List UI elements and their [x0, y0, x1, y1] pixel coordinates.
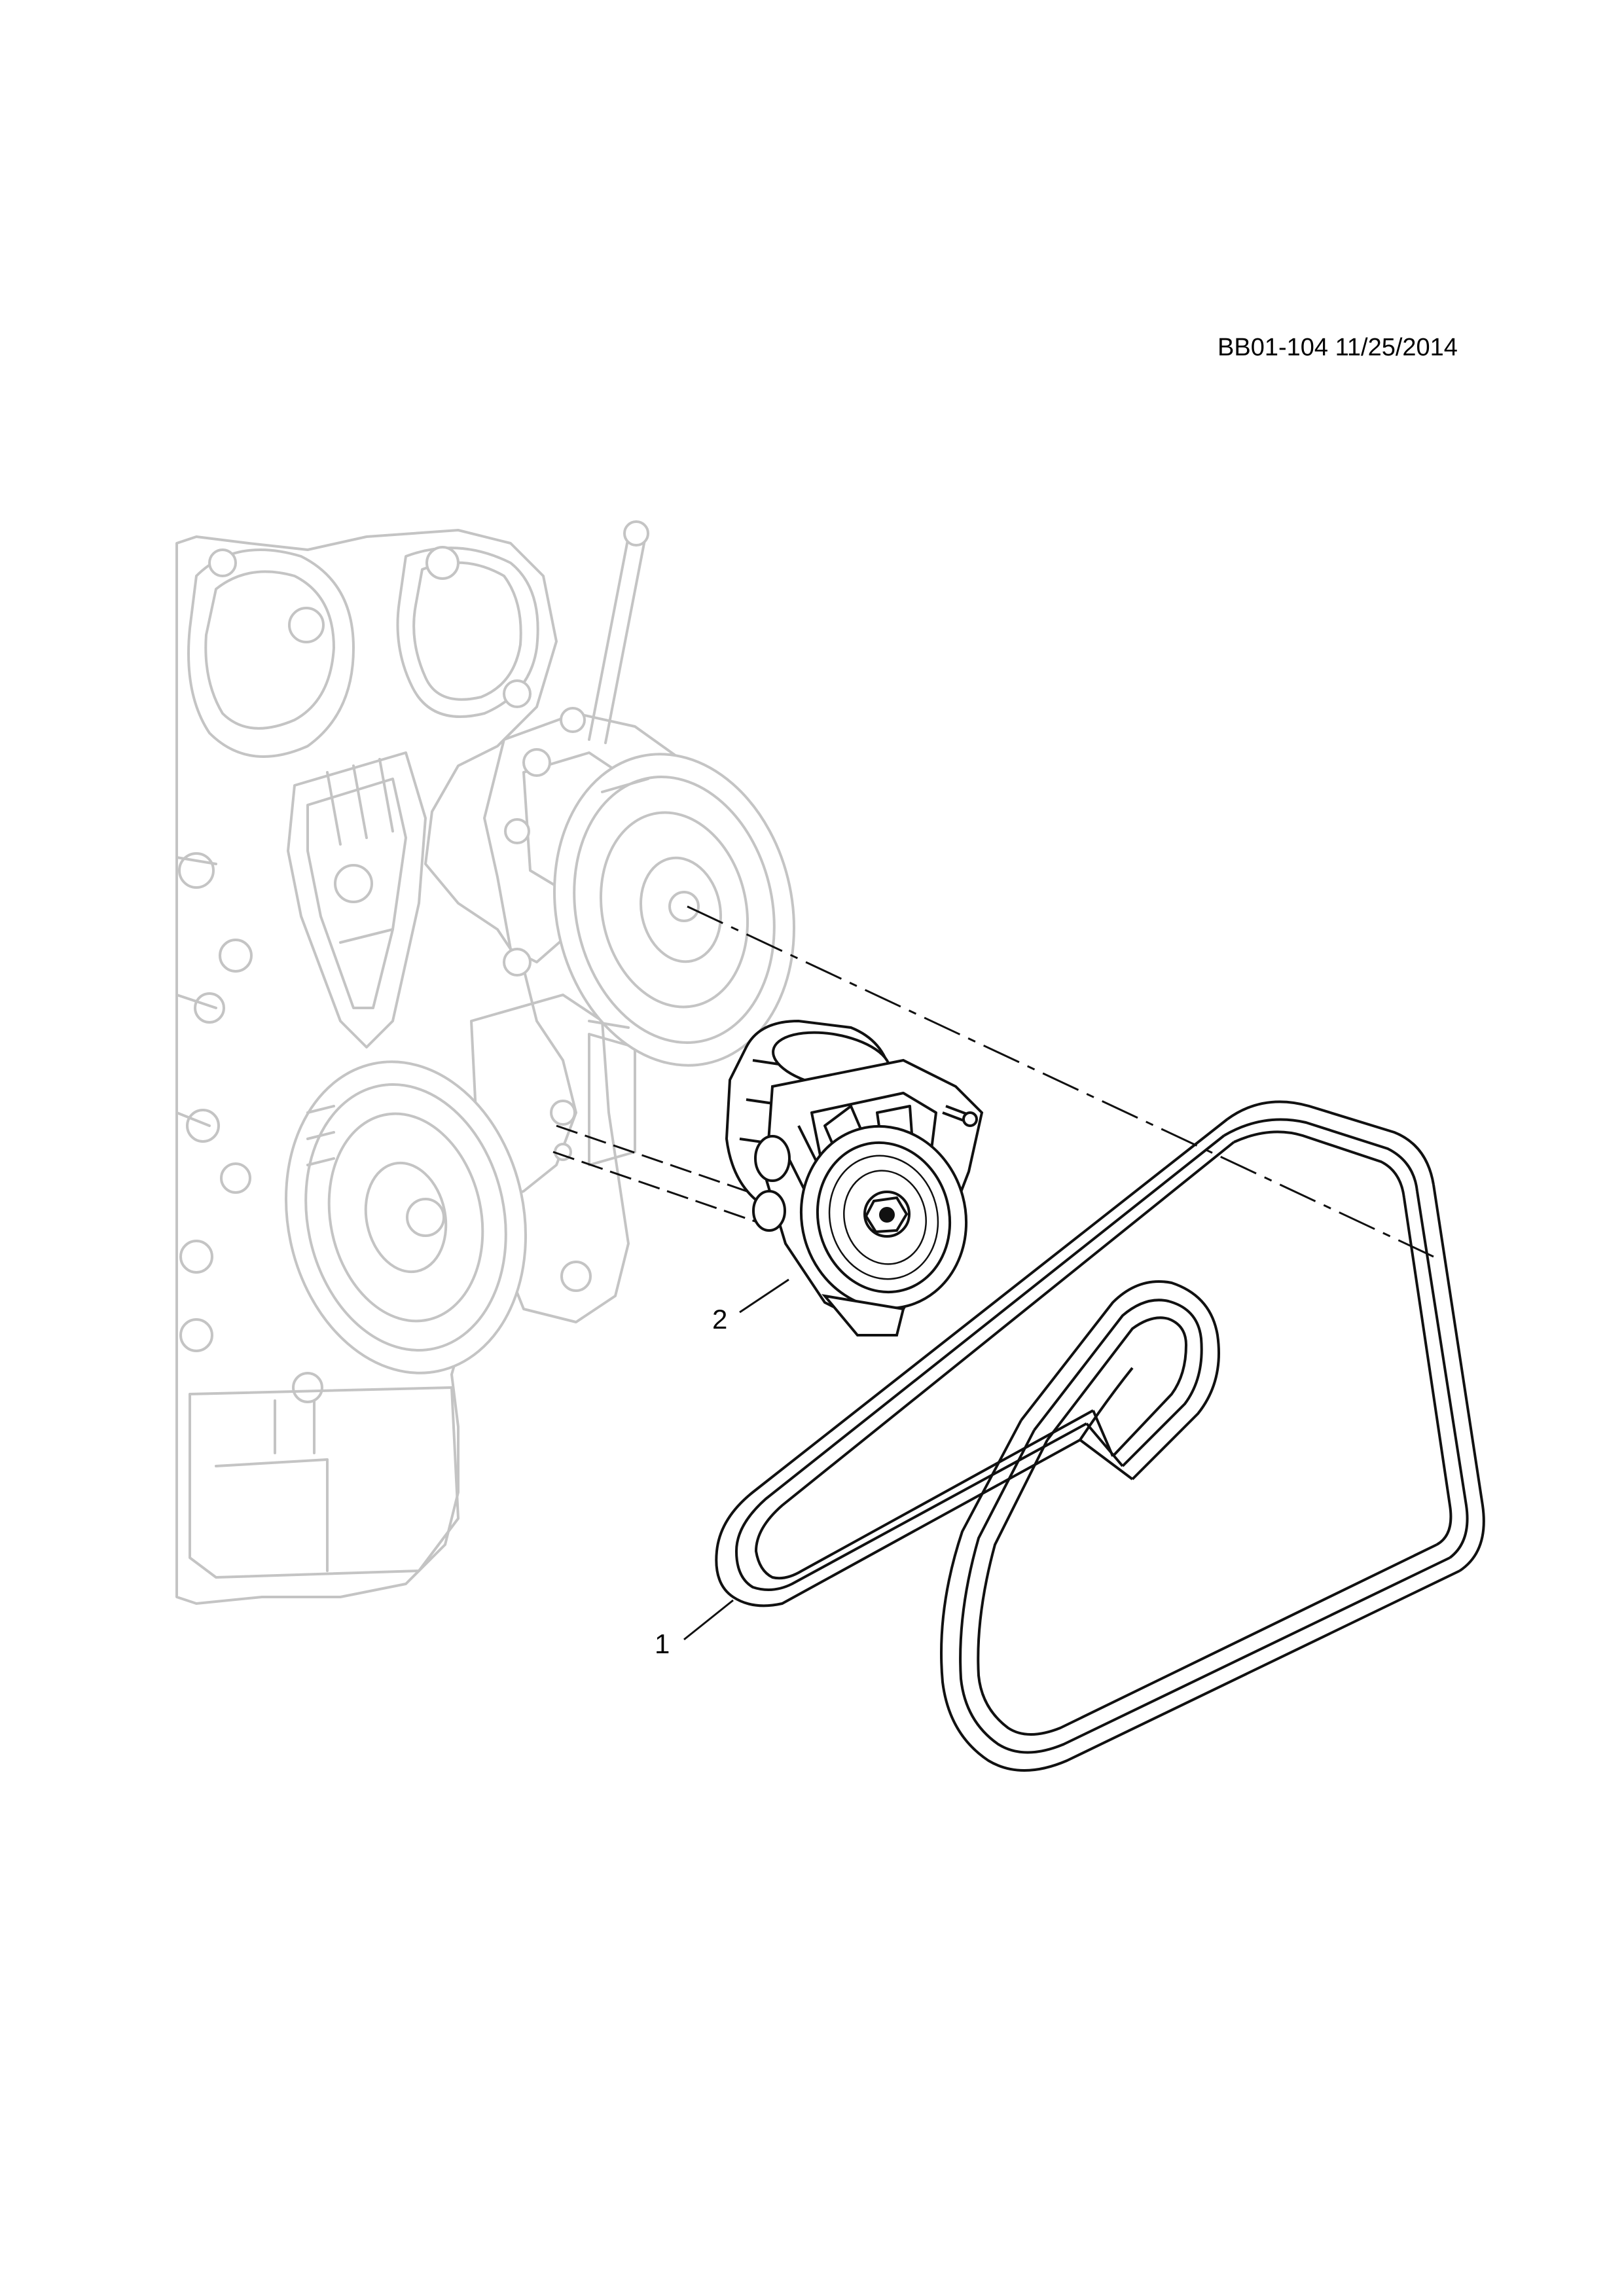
- leader-line-2: [739, 1278, 789, 1314]
- callout-number-2: 2: [712, 1304, 728, 1335]
- callout-leaders: [683, 1278, 789, 1641]
- callout-number-1: 1: [655, 1628, 670, 1659]
- leader-line-1: [683, 1599, 734, 1641]
- engine-block-ghost: [175, 520, 796, 1605]
- serpentine-belt-part-1: [715, 1100, 1485, 1772]
- diagram-reference-label: BB01-104 11/25/2014: [1218, 334, 1458, 361]
- assembly-center-lines: [552, 905, 1434, 1258]
- belt-tensioner-part-2: [725, 1019, 984, 1336]
